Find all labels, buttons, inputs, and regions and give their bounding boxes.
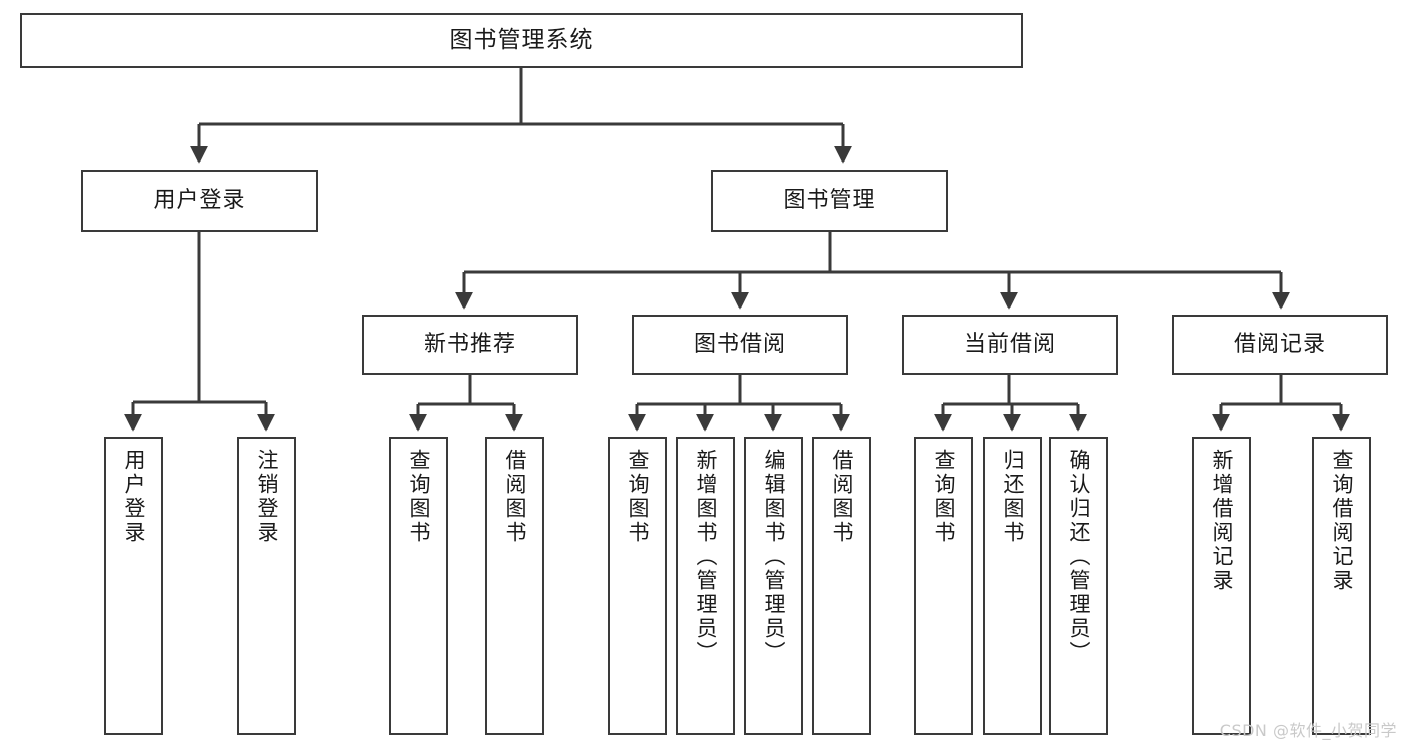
leaf-borrow-query-book[interactable]: 查询图书 [608,437,667,735]
node-label: 图书管理系统 [449,27,594,54]
node-new-book-recommend[interactable]: 新书推荐 [362,315,578,375]
node-user-login[interactable]: 用户登录 [81,170,318,232]
node-label: 归还图书 [1001,449,1025,545]
node-label: 查询图书 [626,449,650,545]
node-root-system[interactable]: 图书管理系统 [20,13,1023,68]
leaf-records-add-record[interactable]: 新增借阅记录 [1192,437,1251,735]
leaf-user-login-signout[interactable]: 注销登录 [237,437,296,735]
watermark-text: CSDN @软件_小贺同学 [1219,721,1397,740]
node-label: 借阅图书 [830,449,854,545]
leaf-borrow-borrow-book[interactable]: 借阅图书 [812,437,871,735]
leaf-current-return-book[interactable]: 归还图书 [983,437,1042,735]
node-label: 新增借阅记录 [1210,449,1234,593]
node-borrow-records[interactable]: 借阅记录 [1172,315,1388,375]
leaf-borrow-edit-book-admin[interactable]: 编辑图书（管理员） [744,437,803,735]
leaf-borrow-add-book-admin[interactable]: 新增图书（管理员） [676,437,735,735]
leaf-current-confirm-return-admin[interactable]: 确认归还（管理员） [1049,437,1108,735]
node-label: 用户登录 [122,449,146,545]
node-book-borrow[interactable]: 图书借阅 [632,315,848,375]
node-label: 图书管理 [783,188,876,214]
node-label: 查询图书 [932,449,956,545]
node-label: 用户登录 [153,188,246,214]
node-label: 编辑图书（管理员） [762,449,786,665]
leaf-records-query-record[interactable]: 查询借阅记录 [1312,437,1371,735]
node-book-management[interactable]: 图书管理 [711,170,948,232]
node-label: 新增图书（管理员） [694,449,718,665]
node-label: 注销登录 [255,449,279,545]
node-label: 新书推荐 [423,332,516,358]
node-label: 借阅记录 [1233,332,1326,358]
leaf-new-books-query[interactable]: 查询图书 [389,437,448,735]
leaf-user-login-signin[interactable]: 用户登录 [104,437,163,735]
node-label: 图书借阅 [693,332,786,358]
node-label: 借阅图书 [503,449,527,545]
node-label: 确认归还（管理员） [1067,449,1091,665]
leaf-current-query-book[interactable]: 查询图书 [914,437,973,735]
node-current-borrow[interactable]: 当前借阅 [902,315,1118,375]
node-label: 当前借阅 [963,332,1056,358]
node-label: 查询图书 [407,449,431,545]
node-label: 查询借阅记录 [1330,449,1354,593]
leaf-new-books-borrow[interactable]: 借阅图书 [485,437,544,735]
